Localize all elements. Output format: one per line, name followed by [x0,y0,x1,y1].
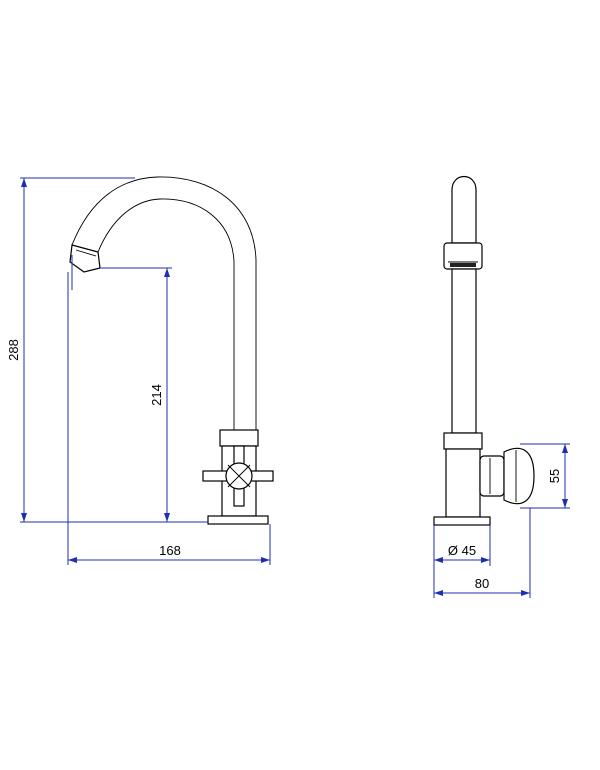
spout-tip-ring [75,249,97,257]
dim-label-base-diameter: Ø 45 [448,543,476,558]
spout-tip [69,244,101,273]
side-body [445,448,481,518]
body-collar [219,429,259,447]
side-handle-wing [503,447,535,505]
side-pipe [451,268,477,434]
spout-outer-curve [71,176,257,430]
dim-label-total-depth: 80 [475,576,489,591]
front-view [69,176,274,525]
dim-label-handle-height: 55 [547,469,562,483]
side-base-plate [433,516,491,526]
dimension-lines [20,177,570,598]
dim-label-reach: 168 [159,543,181,558]
side-handle-stem [479,455,505,497]
cross-handle [202,445,274,507]
dim-label-spout-height: 214 [149,384,164,406]
side-view [433,175,535,526]
spout-inner-curve [97,198,235,430]
side-collar [443,432,483,450]
dim-label-total-height: 288 [6,339,21,361]
side-tube-top [451,175,477,244]
base-plate [207,515,269,525]
